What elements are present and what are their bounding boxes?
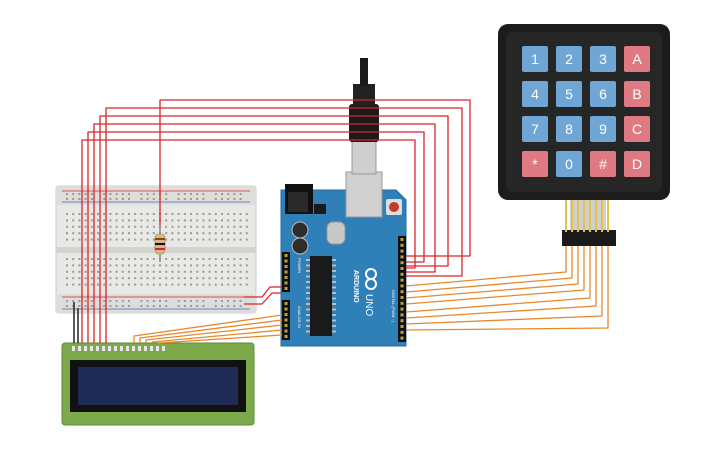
key-label: 6 (599, 86, 607, 102)
key-label: 9 (599, 121, 607, 137)
key-label: * (532, 156, 538, 172)
digital-label: DIGITAL (PWM ~) (391, 290, 396, 323)
keypad-keys: 1 2 3 A 4 5 6 B 7 8 9 C * 0 # D (522, 46, 650, 177)
lcd-pins (72, 346, 165, 351)
key-hash[interactable]: # (590, 151, 616, 177)
header-pins (284, 238, 404, 340)
key-label: 5 (565, 86, 573, 102)
key-label: C (632, 121, 642, 137)
key-8[interactable]: 8 (556, 116, 582, 142)
key-label: # (599, 156, 607, 172)
key-9[interactable]: 9 (590, 116, 616, 142)
arduino-brand: ARDUINO (352, 270, 359, 303)
key-4[interactable]: 4 (522, 81, 548, 107)
keypad-connector-pins (565, 200, 609, 232)
key-1[interactable]: 1 (522, 46, 548, 72)
analog-label: ANALOG IN (297, 306, 302, 328)
key-b[interactable]: B (624, 81, 650, 107)
keypad[interactable]: 1 2 3 A 4 5 6 B 7 8 9 C * 0 # D (498, 24, 670, 246)
key-3[interactable]: 3 (590, 46, 616, 72)
key-label: D (632, 156, 642, 172)
lcd-screen (78, 367, 238, 405)
key-a[interactable]: A (624, 46, 650, 72)
arduino-logo (365, 268, 377, 290)
key-label: 0 (565, 156, 573, 172)
key-0[interactable]: 0 (556, 151, 582, 177)
resistor[interactable] (154, 225, 166, 262)
key-label: 3 (599, 51, 607, 67)
breadboard-holes (66, 193, 248, 307)
key-star[interactable]: * (522, 151, 548, 177)
arduino-model: UNO (363, 294, 374, 316)
key-5[interactable]: 5 (556, 81, 582, 107)
key-c[interactable]: C (624, 116, 650, 142)
lcd-module[interactable] (61, 342, 255, 426)
key-label: 1 (531, 51, 539, 67)
power-label: POWER (297, 258, 302, 273)
key-label: 8 (565, 121, 573, 137)
wires (73, 99, 609, 344)
ic-legs (306, 259, 336, 333)
key-label: 2 (565, 51, 573, 67)
key-d[interactable]: D (624, 151, 650, 177)
arduino-board[interactable]: ARDUINO UNO DIGITAL (PWM ~) ANALOG IN PO… (280, 171, 407, 347)
key-label: 7 (531, 121, 539, 137)
key-label: 4 (531, 86, 539, 102)
key-7[interactable]: 7 (522, 116, 548, 142)
key-label: A (632, 51, 642, 67)
key-6[interactable]: 6 (590, 81, 616, 107)
key-2[interactable]: 2 (556, 46, 582, 72)
key-label: B (632, 86, 641, 102)
